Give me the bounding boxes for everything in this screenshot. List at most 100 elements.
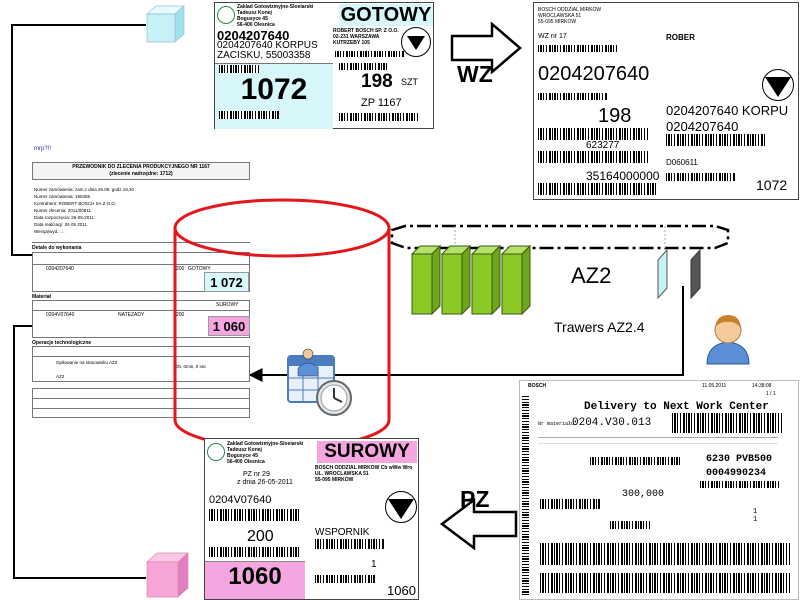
order-number: 0004990234: [706, 468, 767, 479]
barcode: [540, 543, 790, 565]
finished-goods-cube-icon: [146, 5, 185, 43]
finished-goods-label: Zaklad Gotowizmyjne-Sloeiarski Tadeusz K…: [214, 2, 434, 129]
sender-line: Tadeusz Konej: [227, 447, 262, 453]
company-logo-icon: [217, 6, 235, 24]
sender-line: Tadeusz Konej: [237, 10, 272, 16]
part-code-secondary: 0204207640: [666, 119, 739, 134]
barcode: [315, 575, 375, 583]
barcode: [666, 173, 736, 181]
company-logo-icon: [207, 443, 225, 461]
table-cell: 200: [176, 266, 185, 272]
document-title: Delivery to Next Work Center: [584, 401, 769, 413]
quantity-total: 1072: [240, 73, 308, 106]
barcode: [339, 63, 389, 70]
part-code: 0204207640: [538, 63, 650, 85]
number-field: 1: [753, 516, 758, 524]
barcode: [672, 413, 782, 433]
sender-line: Zaklad Gotowizmyjne-Sloeiarski: [227, 441, 304, 447]
production-order-document: mrp?!! PRZEWODNIK DO ZLECENIA PRODUKCYJN…: [32, 142, 250, 418]
document-title: PRZEWODNIK DO ZLECENIA PRODUKCYJNEGO NR …: [72, 164, 210, 170]
pz-number: PZ nr 29: [243, 471, 270, 478]
sender-line: 56-400 Olesnica: [237, 22, 275, 28]
document-subtitle: (zlecenie nadrzędne: 1712): [109, 171, 173, 177]
receiver-line: WROCLAWSKA 51: [538, 13, 582, 19]
status-badge: GOTOWY: [339, 4, 433, 26]
info-line: Numer zlecenia: 2011/00811: [34, 208, 91, 213]
vertical-barcode: [522, 395, 529, 595]
receiver-line: 55-095 MIRKOW: [315, 477, 354, 483]
barcode: [700, 481, 780, 488]
operator-user-icon: [706, 315, 750, 365]
part-number: 0204.V30.013: [572, 417, 652, 429]
quantity-badge: 1 060: [208, 316, 250, 336]
raw-material-cube-icon: [146, 552, 189, 598]
delivered-quantity: 300,000: [622, 489, 665, 500]
quantity: 200: [247, 528, 274, 545]
pz-date: z dnia 26-05-2011: [237, 479, 293, 486]
barcode: [209, 509, 299, 521]
receiver-line: BOSCH ODDZIAL MIRKOW: [538, 7, 602, 13]
table-cell: 0204V07640: [46, 312, 75, 318]
barcode: [540, 573, 790, 593]
brand-name: BOSCH: [528, 383, 547, 389]
barcode: [538, 45, 618, 52]
operation-time: 0h, 0min, 0 sec: [176, 364, 207, 369]
barcode: [335, 51, 405, 57]
stop-symbol-icon: [762, 69, 794, 101]
production-order: ZP 1167: [361, 97, 402, 109]
az2-storage-binders-icon: [410, 244, 532, 316]
table-cell: GOTOWY: [188, 266, 211, 272]
wz-number: WZ nr 17: [538, 33, 567, 40]
barcode: [540, 499, 600, 509]
package-number: 1: [371, 559, 377, 570]
sender-line: Zaklad Gotowizmyjne-Sloeiarski: [237, 4, 314, 10]
part-number-label: Nr materiału:: [538, 421, 578, 427]
receiver-line: KUTRZEBY 105: [333, 40, 370, 46]
stop-symbol-icon: [385, 491, 417, 523]
quantity-badge: 1 072: [204, 272, 249, 292]
barcode: [315, 539, 385, 549]
doc-time: 14:38:08: [752, 383, 772, 389]
pz-label: PZ: [460, 486, 490, 512]
info-line: Numer zamówienia: zam.z dnia 26.05. godz…: [34, 187, 135, 192]
table-cell: 200: [176, 312, 185, 318]
table-cell: NATEZADY: [118, 312, 145, 318]
sender-line: Bogusyce 45: [227, 453, 258, 459]
az2-label: AZ2: [571, 263, 612, 288]
quantity-total: 1060: [228, 563, 282, 590]
barcode: [339, 113, 419, 121]
part-code: 0204V07640: [209, 494, 272, 506]
number-field: 623277: [586, 140, 620, 151]
table-cell: 0204207640: [46, 266, 74, 272]
operation-code: AZ2: [56, 374, 65, 379]
bottom-quantity: 1060: [387, 583, 416, 598]
barcode: [538, 93, 608, 100]
info-line: Data realizacji: 26 05 2011: [34, 222, 87, 227]
part-code-name: 0204207640 KORPU: [666, 103, 789, 118]
barcode: [219, 65, 259, 73]
section-title: Materiał: [32, 294, 51, 300]
quantity: 198: [361, 71, 393, 92]
wz-document: BOSCH ODDZIAL MIRKOW WROCLAWSKA 51 55-09…: [533, 2, 799, 200]
info-line: Data rozpoczęcia: 26-05-2011: [34, 215, 94, 220]
unit: SZT: [401, 77, 418, 87]
mrp-logo: mrp?!!: [34, 146, 52, 152]
receiver-line: 02-231 WARSZAWA: [333, 34, 380, 40]
receiver-line: 55-095 MIRKOW: [538, 19, 577, 25]
info-line: Kontrahent: ROBERT BOSCH SA Z.O.O.: [34, 201, 117, 206]
number-field: 35164000000: [586, 169, 660, 183]
section-title: Operacje technologiczne: [32, 340, 92, 346]
raw-material-label: Zaklad Gotowizmyjne-Sloeiarski Tadeusz K…: [204, 438, 419, 600]
barcode: [610, 521, 650, 529]
delivery-document: BOSCH 11.05.2011 14:38:08 1 / 1 Delivery…: [519, 380, 799, 600]
stop-symbol-icon: [401, 27, 431, 57]
trawers-label: Trawers AZ2.4: [554, 319, 645, 335]
receiver-line: BOSCH ODDZIAL MIRKOW Cb wWw Wro: [315, 465, 413, 471]
section-title: Detale do wykonania: [32, 245, 82, 251]
calendar-clock-icon: [287, 348, 352, 416]
pz-arrow-icon: [439, 498, 518, 550]
barcode: [666, 134, 766, 146]
wz-label: WZ: [457, 61, 493, 87]
batch-number: 6230 PVB500: [706, 454, 773, 465]
receiver-line: ROBERT BOSCH SP. Z O.O.: [333, 28, 399, 34]
